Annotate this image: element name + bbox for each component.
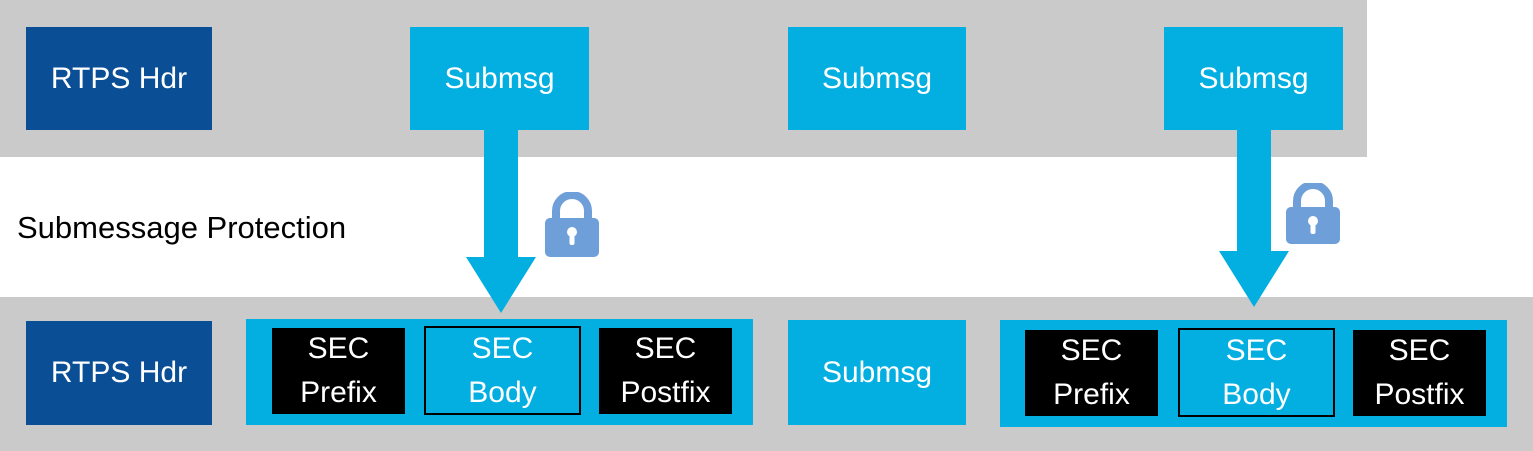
top-submsg-1: Submsg (410, 27, 589, 130)
sec-prefix-2-line1: SEC (1060, 334, 1123, 367)
bottom-submsg-plain: Submsg (788, 320, 966, 425)
sec-body-2-line1: SEC (1225, 333, 1288, 367)
sec-postfix-1: SEC Postfix (599, 328, 732, 414)
sec-body-1: SEC Body (424, 326, 581, 415)
sec-postfix-1-line2: Postfix (620, 376, 711, 409)
sec-body-2-line2: Body (1222, 377, 1291, 411)
submessage-protection-label: Submessage Protection (17, 210, 347, 245)
bottom-rtps-header: RTPS Hdr (26, 321, 212, 425)
lock-icon (545, 192, 599, 257)
lock-icon (1286, 183, 1340, 244)
top-rtps-header: RTPS Hdr (26, 27, 212, 130)
down-arrow-1 (466, 129, 536, 313)
original-message-band (0, 0, 1367, 157)
top-submsg-2: Submsg (788, 27, 966, 130)
sec-postfix-2-line2: Postfix (1374, 378, 1465, 411)
sec-body-1-line2: Body (468, 375, 537, 409)
sec-prefix-1-line1: SEC (307, 332, 370, 365)
sec-postfix-2: SEC Postfix (1353, 330, 1486, 416)
sec-prefix-2-line2: Prefix (1053, 378, 1130, 411)
sec-prefix-2: SEC Prefix (1025, 330, 1158, 416)
sec-body-2: SEC Body (1178, 328, 1335, 417)
sec-prefix-1-line2: Prefix (300, 376, 377, 409)
sec-prefix-1: SEC Prefix (272, 328, 405, 414)
sec-postfix-2-line1: SEC (1388, 334, 1451, 367)
top-submsg-3: Submsg (1164, 27, 1343, 130)
down-arrow-2 (1219, 129, 1289, 307)
sec-body-1-line1: SEC (471, 331, 534, 365)
sec-postfix-1-line1: SEC (634, 332, 697, 365)
